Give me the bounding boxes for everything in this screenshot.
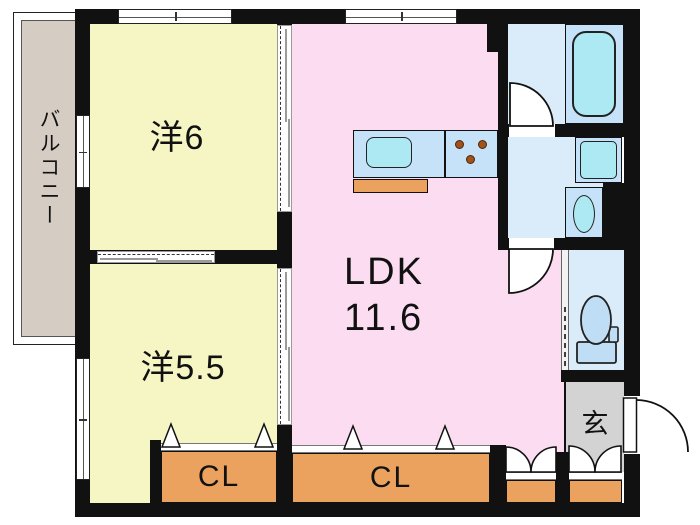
balcony-label: バルコニー xyxy=(37,108,60,228)
toilet-tank xyxy=(576,341,617,364)
double-door-arc xyxy=(530,446,557,473)
ldk-floor xyxy=(292,24,498,445)
toilet-icon xyxy=(580,295,612,345)
stove-burner-icon xyxy=(455,140,464,149)
shoe-cabinet-left xyxy=(506,480,556,503)
room1-floor xyxy=(90,24,277,250)
stove-burner-icon xyxy=(466,155,475,164)
window xyxy=(118,9,232,24)
wall-washroom-right xyxy=(603,183,624,238)
entrance-step-line xyxy=(564,382,566,452)
bathroom-door-gap xyxy=(509,124,555,137)
closet-right-label: CL xyxy=(369,461,413,494)
door-swing-arc xyxy=(636,399,689,453)
wall-sanitary-left xyxy=(498,9,508,250)
bathtub-icon xyxy=(572,31,616,117)
folding-door-marker xyxy=(253,421,275,448)
kitchen-counter-divider xyxy=(444,130,446,178)
kitchen-sink-icon xyxy=(366,137,412,168)
washroom-door-gap xyxy=(509,238,554,250)
closet-left xyxy=(161,451,277,503)
entrance-label: 玄 xyxy=(581,409,609,439)
closet-track xyxy=(292,445,490,453)
wall-closet-divider-c xyxy=(150,440,161,517)
wall-closet-divider-b xyxy=(556,452,569,517)
wall-sanitary-block xyxy=(487,9,498,52)
folding-door-marker xyxy=(434,423,456,450)
window xyxy=(76,115,90,188)
room1-label: 洋6 xyxy=(149,119,205,157)
room2-label: 洋5.5 xyxy=(140,349,226,387)
wall-closet-divider-a xyxy=(490,445,506,517)
shoe-cabinet-right xyxy=(569,480,622,503)
toilet-flush-handle xyxy=(608,326,619,343)
wall-toilet-bottom xyxy=(561,370,624,382)
double-door-arc xyxy=(505,446,532,473)
closet-track xyxy=(161,443,277,451)
ldk-size: 11.6 xyxy=(344,297,424,339)
double-door-arc xyxy=(568,445,596,473)
folding-door-marker xyxy=(160,421,182,448)
double-door-arc xyxy=(594,445,622,473)
ldk-label: LDK 11.6 xyxy=(344,249,424,341)
closet-right xyxy=(292,453,490,503)
sliding-door xyxy=(277,268,292,425)
washbasin-icon xyxy=(573,195,595,233)
stove-burner-icon xyxy=(478,140,487,149)
kitchen-base-cabinet xyxy=(353,179,428,193)
folding-door-marker xyxy=(342,423,364,450)
door-swing-arc xyxy=(509,82,554,127)
window xyxy=(76,358,90,480)
window xyxy=(345,9,457,24)
ldk-name: LDK xyxy=(344,251,424,293)
wall-right xyxy=(624,9,640,517)
sliding-door xyxy=(277,25,292,212)
entrance-door-leaf xyxy=(622,397,638,453)
closet-left-label: CL xyxy=(197,460,241,493)
door-swing-arc xyxy=(508,248,554,294)
sliding-door xyxy=(97,251,215,263)
washing-machine-icon xyxy=(580,141,617,179)
